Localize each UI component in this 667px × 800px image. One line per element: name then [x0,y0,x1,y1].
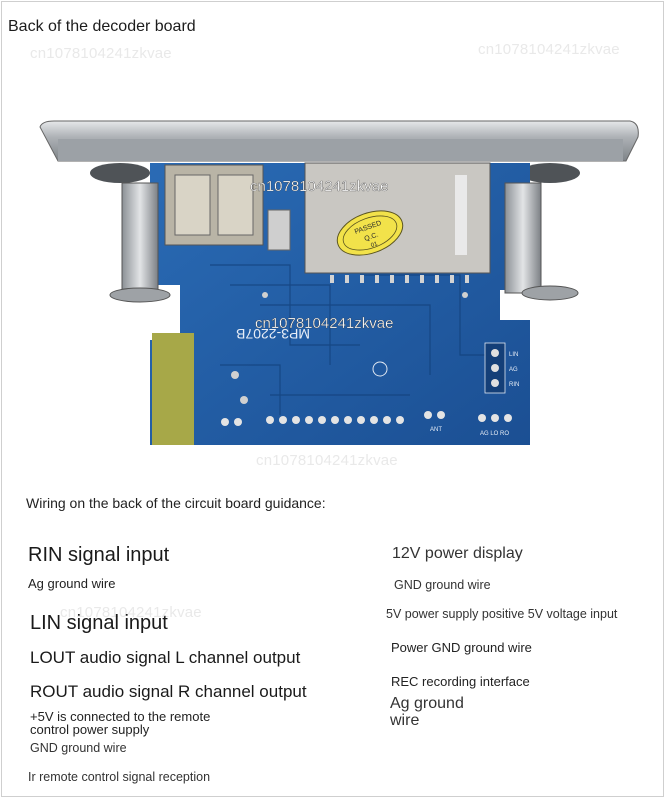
bezel-shadow-left [90,163,150,183]
crystal [267,209,291,251]
bottom-header-pins [221,411,512,426]
label-5v-input: 5V power supply positive 5V voltage inpu… [386,607,618,621]
right-bottom-pin-labels: AG LO RO [480,431,509,437]
decoder-board-photo: PASSED Q.C. 01 MP3-2207B LIN AG RIN [39,120,639,445]
mount-post-left [121,182,159,294]
watermark: cn1078104241zkvae [478,41,620,58]
label-ag-ground-right: Ag ground wire [390,695,464,729]
qc-text-number: 01 [370,241,379,249]
page-title: Back of the decoder board [8,18,196,35]
photo-watermark-1: cn1078104241zkvae [250,178,388,195]
label-rout: ROUT audio signal R channel output [30,682,307,701]
qc-sticker: PASSED Q.C. 01 [336,210,404,256]
label-rec: REC recording interface [391,674,530,689]
sd-solder-pads [330,275,469,283]
label-ag-ground-left: Ag ground wire [28,576,116,591]
bezel-edge [58,139,623,161]
bezel-shadow-right [520,163,580,183]
wiring-guidance: Wiring on the back of the circuit board … [26,495,326,511]
watermark: cn1078104241zkvae [60,604,202,621]
label-power-display: 12V power display [392,545,523,562]
watermark: cn1078104241zkvae [256,452,398,469]
label-ir: Ir remote control signal reception [28,770,211,784]
pin-label-rin: RIN [509,382,519,388]
watermark: cn1078104241zkvae [30,45,172,62]
component-outline [372,361,388,377]
photo-watermark-2: cn1078104241zkvae [255,315,393,332]
mount-post-right [504,182,542,294]
ant-label: ANT [430,427,442,433]
qc-text-qc: Q.C. [364,231,380,243]
pin-label-lin: LIN [509,352,518,358]
label-gnd-left: GND ground wire [30,741,127,755]
label-gnd-right: GND ground wire [394,578,491,592]
label-lin: LIN signal input [30,612,168,634]
board-model-label: MP3-2207B [236,326,310,342]
label-lout: LOUT audio signal L channel output [30,648,301,667]
pin-label-ag: AG [509,367,518,373]
bluetooth-module [152,333,194,445]
label-power-gnd: Power GND ground wire [391,640,532,655]
label-remote-power: +5V is connected to the remote control p… [30,709,211,737]
right-side-pins: LIN AG RIN [484,342,519,394]
label-rin: RIN signal input [28,544,170,566]
pcb-traces [210,264,490,415]
